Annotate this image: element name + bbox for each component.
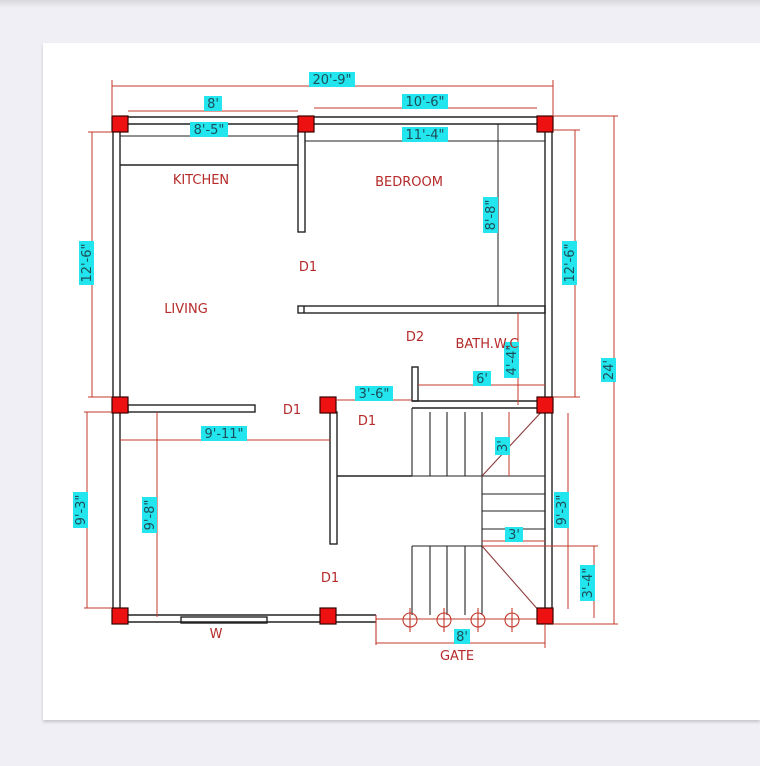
dim-stair-lower: 3'-4" xyxy=(581,568,596,599)
dim-gate-width: 8' xyxy=(456,630,468,645)
columns xyxy=(111,115,554,625)
column xyxy=(111,607,129,625)
door-label-d1: D1 xyxy=(321,571,339,586)
dimension-labels: 20'-9" 8' 10'-6" 8'-5" 11'-4" 8'-8" 12'-… xyxy=(73,72,617,645)
room-label-bedroom: BEDROOM xyxy=(375,175,443,190)
column xyxy=(297,115,315,133)
staircase xyxy=(411,407,546,615)
dim-hall-width: 3'-6" xyxy=(359,387,390,402)
dim-bedroom-inner: 11'-4" xyxy=(405,128,444,143)
dim-kitchen-outer: 8' xyxy=(207,97,219,112)
door-label-d1: D1 xyxy=(283,403,301,418)
dim-bedroom-depth: 8'-8" xyxy=(484,200,499,231)
room-labels: KITCHEN BEDROOM LIVING BATH.W.C GATE W D… xyxy=(164,173,518,664)
dim-lower-room-width: 9'-11" xyxy=(204,427,243,442)
gate xyxy=(375,608,545,645)
dim-overall-depth: 24' xyxy=(602,360,617,380)
dim-right-upper: 12'-6" xyxy=(563,243,578,282)
door-label-d2: D2 xyxy=(406,330,424,345)
label-window: W xyxy=(210,627,223,642)
dim-left-lower-inner: 9'-8" xyxy=(143,500,158,531)
dim-stair-landing-upper: 3' xyxy=(496,440,511,452)
room-label-living: LIVING xyxy=(164,302,208,317)
walls xyxy=(112,116,553,624)
column xyxy=(319,607,337,625)
room-label-kitchen: KITCHEN xyxy=(173,173,229,188)
column xyxy=(111,396,129,414)
dim-bath-depth: 4'-4" xyxy=(505,345,520,376)
dim-bedroom-outer: 10'-6" xyxy=(405,95,444,110)
dim-bath-width: 6' xyxy=(476,372,488,387)
dim-left-lower-outer: 9'-3" xyxy=(74,495,89,526)
room-label-bath: BATH.W.C xyxy=(456,337,519,352)
dim-overall-width: 20'-9" xyxy=(312,73,351,88)
column xyxy=(536,607,554,625)
dim-right-lower: 9'-3" xyxy=(555,495,570,526)
dim-stair-landing-width: 3' xyxy=(508,528,520,543)
column xyxy=(111,115,129,133)
column xyxy=(319,396,337,414)
dim-left-upper: 12'-6" xyxy=(80,243,95,282)
column xyxy=(536,396,554,414)
door-label-d1: D1 xyxy=(358,414,376,429)
label-gate: GATE xyxy=(440,649,474,664)
column xyxy=(536,115,554,133)
dim-kitchen-inner: 8'-5" xyxy=(194,123,225,138)
image-card xyxy=(43,43,760,720)
top-bar xyxy=(0,0,760,8)
door-label-d1: D1 xyxy=(299,260,317,275)
